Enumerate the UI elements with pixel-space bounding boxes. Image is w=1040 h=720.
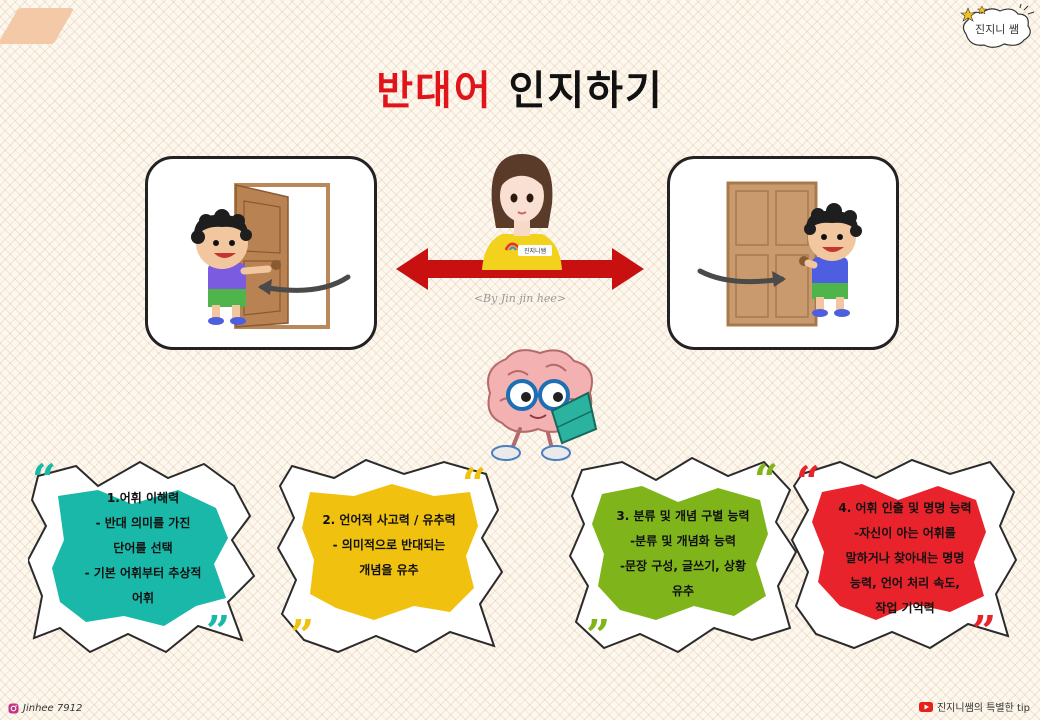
title-highlight: 반대어 bbox=[376, 68, 493, 114]
card-line: - 기본 어휘부터 추상적 bbox=[84, 566, 202, 580]
title-rest: 인지하기 bbox=[508, 68, 664, 114]
brand-stamp-label: 진지니 쌤 bbox=[975, 23, 1019, 36]
card-line: 능력, 언어 처리 속도, bbox=[850, 576, 960, 590]
closed-door-illustration bbox=[697, 181, 862, 327]
card-heading: 2. 언어적 사고력 / 유추력 bbox=[322, 513, 456, 527]
card-line: 말하거나 찾아내는 명명 bbox=[845, 551, 965, 565]
open-quote-icon: “ bbox=[754, 456, 778, 504]
instagram-handle[interactable]: Jinhee 7912 bbox=[8, 703, 82, 714]
brand-stamp: 진지니 쌤 bbox=[958, 4, 1036, 50]
open-quote-icon: “ bbox=[796, 457, 820, 506]
splash-paint bbox=[52, 490, 228, 626]
card-line: -자신이 아는 어휘를 bbox=[854, 526, 956, 540]
open-quote-icon: “ bbox=[462, 459, 486, 508]
youtube-icon bbox=[918, 701, 933, 712]
open-door-card bbox=[145, 156, 377, 350]
close-quote-icon: ” bbox=[290, 611, 314, 656]
close-quote-icon: ” bbox=[206, 607, 230, 656]
card-line: - 반대 의미를 가진 bbox=[95, 516, 191, 530]
teacher-avatar: 진지니쌤 bbox=[482, 154, 562, 270]
card-line: 단어를 선택 bbox=[113, 541, 173, 555]
author-credit: <By Jin jin hee> bbox=[473, 292, 567, 305]
card-line: -문장 구성, 글쓰기, 상황 bbox=[620, 559, 746, 573]
instagram-icon bbox=[8, 703, 19, 714]
page-title: 반대어 인지하기 bbox=[0, 58, 1040, 116]
card-line: 개념을 유추 bbox=[359, 563, 419, 577]
instagram-handle-text: Jinhee 7912 bbox=[23, 703, 83, 714]
card-heading: 3. 분류 및 개념 구별 능력 bbox=[616, 509, 750, 523]
card-line: -분류 및 개념화 능력 bbox=[630, 534, 736, 548]
skill-card-4: “ ” 4. 어휘 인출 및 명명 능력 -자신이 아는 어휘를 말하거나 찾아… bbox=[790, 456, 1020, 656]
splash-paint bbox=[812, 484, 986, 620]
close-quote-icon: ” bbox=[586, 611, 610, 656]
avatar-shirt-label: 진지니쌤 bbox=[524, 247, 546, 255]
card-line: - 의미적으로 반대되는 bbox=[332, 538, 446, 552]
card-heading: 1.어휘 이해력 bbox=[106, 491, 180, 505]
skill-card-2: “ ” 2. 언어적 사고력 / 유추력 - 의미적으로 반대되는 개념을 유추 bbox=[274, 456, 504, 656]
close-quote-icon: ” bbox=[972, 607, 996, 656]
card-line: 유추 bbox=[671, 584, 695, 598]
youtube-channel-text: 진지니쌤의 특별한 tip bbox=[936, 703, 1030, 714]
skill-card-1: “ ” 1.어휘 이해력 - 반대 의미를 가진 단어를 선택 - 기본 어휘부… bbox=[28, 456, 258, 656]
card-line: 작업 기억력 bbox=[875, 601, 935, 615]
brain-reading-mascot bbox=[487, 349, 598, 461]
skill-card-3: “ ” 3. 분류 및 개념 구별 능력 -분류 및 개념화 능력 -문장 구성… bbox=[568, 456, 798, 656]
splash-paint bbox=[592, 486, 768, 620]
corner-decoration bbox=[0, 8, 75, 44]
open-door-illustration bbox=[191, 183, 351, 329]
open-quote-icon: “ bbox=[32, 456, 56, 504]
youtube-channel[interactable]: 진지니쌤의 특별한 tip bbox=[918, 699, 1030, 714]
closed-door-card bbox=[667, 156, 899, 350]
card-heading: 4. 어휘 인출 및 명명 능력 bbox=[838, 501, 972, 515]
card-line: 어휘 bbox=[131, 591, 155, 605]
splash-paint bbox=[302, 484, 478, 620]
